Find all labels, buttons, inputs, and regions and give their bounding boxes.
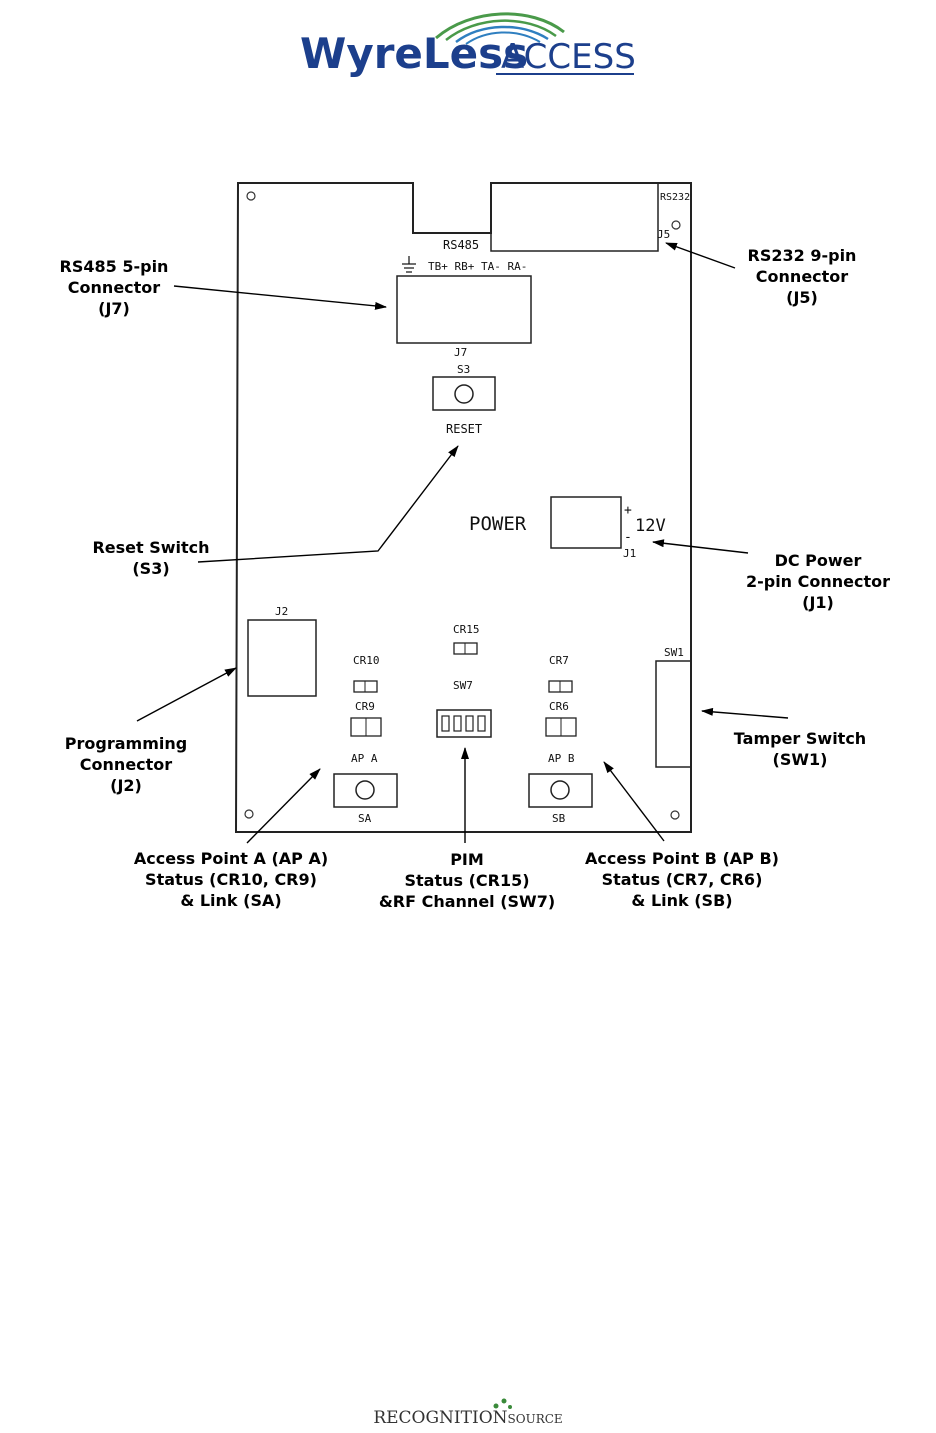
callout-rs485-line-1: RS485 5-pin: [59, 257, 169, 276]
callout-rs485-line-3: (J7): [98, 299, 130, 318]
callout-dc-power: DC Power 2-pin Connector (J1): [738, 550, 898, 613]
callout-ap-a-line-2: Status (CR10, CR9): [145, 870, 317, 889]
leader-dc-power: [652, 539, 749, 554]
callout-pim-line-1: PIM: [450, 850, 484, 869]
callout-tamper-line-1: Tamper Switch: [733, 729, 867, 748]
rs232-connector-j5: [490, 182, 659, 252]
leader-reset: [197, 445, 459, 563]
s3-silk-label: S3: [457, 363, 470, 376]
reset-silk-label: RESET: [446, 422, 482, 436]
leader-programming: [136, 667, 237, 722]
board-outline: [234, 182, 692, 833]
cr6-silk-label: CR6: [549, 700, 569, 713]
callout-programming-line-2: Connector: [79, 755, 173, 774]
plus-silk-label: +: [624, 503, 632, 518]
power-silk-label: POWER: [469, 513, 527, 535]
j5-silk-label: J5: [657, 228, 670, 241]
ground-icon: [402, 256, 416, 273]
sb-button-icon: [550, 780, 570, 800]
callout-tamper-line-2: (SW1): [772, 750, 828, 769]
callout-dc-power-line-1: DC Power: [774, 551, 862, 570]
callout-dc-power-line-3: (J1): [802, 593, 834, 612]
callout-rs232-line-1: RS232 9-pin: [747, 246, 857, 265]
callout-rs232-line-2: Connector: [755, 267, 849, 286]
dc-power-connector-j1: [550, 496, 622, 549]
ap-b-silk-label: AP B: [548, 752, 575, 765]
logo-arcs-icon: [435, 12, 565, 45]
cr15-silk-label: CR15: [453, 623, 480, 636]
sa-silk-label: SA: [358, 812, 372, 825]
j2-silk-label: J2: [275, 605, 288, 618]
callout-programming-line-1: Programming: [64, 734, 188, 753]
leader-rs232: [665, 242, 736, 269]
callout-ap-b: Access Point B (AP B) Status (CR7, CR6) …: [570, 848, 794, 911]
sa-button-icon: [355, 780, 375, 800]
leader-ap-b: [603, 761, 665, 842]
callout-reset-line-1: Reset Switch: [92, 538, 210, 557]
ap-a-silk-label: AP A: [351, 752, 378, 765]
recognition-source-dots-icon: [493, 1398, 512, 1409]
reset-switch-s3: [432, 376, 496, 411]
callout-rs485-line-2: Connector: [67, 278, 161, 297]
rf-channel-switch-sw7: [436, 709, 492, 738]
cr9-silk-label: CR9: [355, 700, 375, 713]
mount-hole-top-left: [246, 191, 256, 201]
footer-word-source: SOURCE: [507, 1412, 563, 1426]
cr10-silk-label: CR10: [353, 654, 380, 667]
cr7-silk-label: CR7: [549, 654, 569, 667]
sw1-silk-label: SW1: [664, 646, 684, 659]
tamper-switch-sw1: [655, 660, 692, 768]
mount-hole-bottom-left: [244, 809, 254, 819]
j7-silk-label: J7: [454, 346, 467, 359]
sb-silk-label: SB: [552, 812, 566, 825]
leader-ap-a: [246, 768, 321, 844]
leader-rs485: [173, 285, 387, 310]
callout-ap-a-line-3: & Link (SA): [180, 891, 282, 910]
mount-hole-bottom-right: [670, 810, 680, 820]
leader-tamper: [701, 707, 789, 719]
j1-silk-label: J1: [623, 547, 636, 560]
rs232-silk-label: RS232: [660, 192, 690, 203]
callout-reset: Reset Switch (S3): [80, 537, 222, 579]
logo-word-wyreless: WyreLess: [300, 29, 528, 78]
callout-ap-a: Access Point A (AP A) Status (CR10, CR9)…: [120, 848, 342, 911]
logo-word-access: ACCESS: [501, 37, 636, 77]
callout-rs485: RS485 5-pin Connector (J7): [48, 256, 180, 319]
sw7-silk-label: SW7: [453, 679, 473, 692]
link-switch-sb: [528, 773, 593, 808]
footer-word-recognition: RECOGNITION: [373, 1408, 508, 1428]
callout-ap-b-line-1: Access Point B (AP B): [585, 849, 779, 868]
callout-rs232: RS232 9-pin Connector (J5): [736, 245, 868, 308]
callout-programming-line-3: (J2): [110, 776, 142, 795]
wyreless-access-logo: WyreLess ACCESS: [296, 6, 641, 86]
logo-graphic: WyreLess ACCESS: [300, 12, 636, 78]
rs485-pins-silk-label: TB+ RB+ TA- RA-: [428, 260, 527, 273]
callout-dc-power-line-2: 2-pin Connector: [745, 572, 891, 591]
callout-reset-line-2: (S3): [132, 559, 170, 578]
callout-ap-a-line-1: Access Point A (AP A): [133, 849, 329, 868]
recognition-source-logo: RECOGNITIONSOURCE: [0, 1408, 936, 1428]
reset-button-icon: [454, 384, 474, 404]
callout-ap-b-line-3: & Link (SB): [631, 891, 733, 910]
programming-connector-j2: [247, 619, 317, 697]
callout-pim: PIM Status (CR15) &RF Channel (SW7): [370, 849, 564, 912]
rs485-connector-j7: [396, 275, 532, 344]
callout-programming: Programming Connector (J2): [56, 733, 196, 796]
rs485-silk-label: RS485: [443, 238, 479, 252]
minus-silk-label: -: [624, 530, 632, 545]
12v-silk-label: 12V: [635, 516, 666, 536]
callout-tamper: Tamper Switch (SW1): [722, 728, 878, 770]
mount-hole-top-right: [671, 220, 681, 230]
callout-rs232-line-3: (J5): [786, 288, 818, 307]
callout-ap-b-line-2: Status (CR7, CR6): [601, 870, 763, 889]
callout-pim-line-2: Status (CR15): [404, 871, 530, 890]
link-switch-sa: [333, 773, 398, 808]
callout-pim-line-3: &RF Channel (SW7): [378, 892, 556, 911]
